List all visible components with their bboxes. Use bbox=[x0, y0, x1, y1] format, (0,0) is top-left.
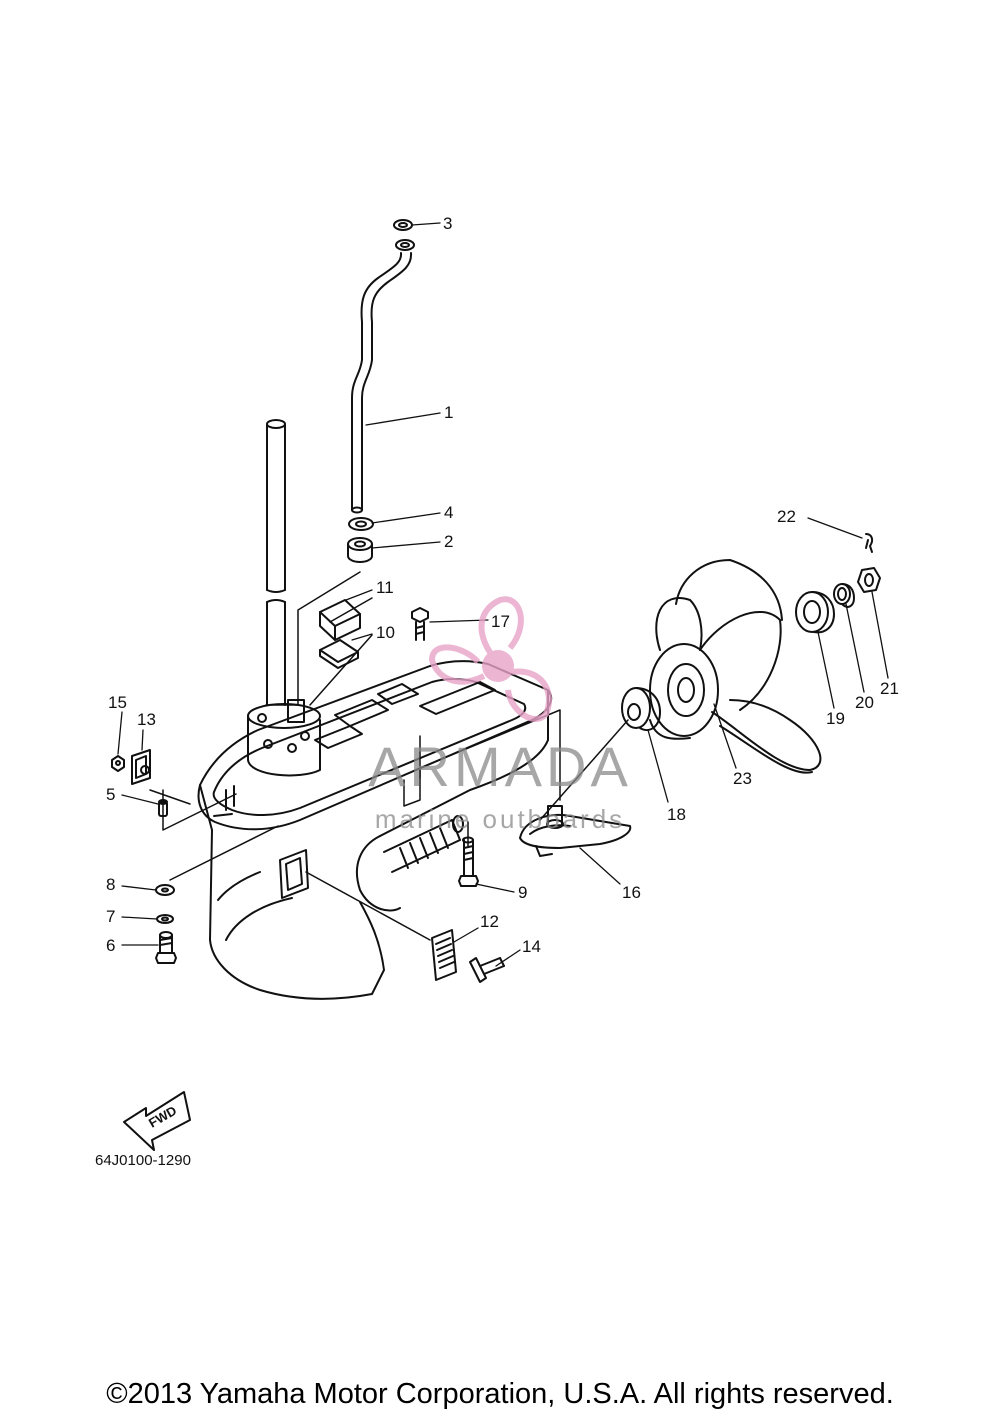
dowel-pin bbox=[158, 799, 168, 817]
spacer-plate bbox=[319, 639, 359, 669]
part-label-18: 18 bbox=[667, 805, 686, 824]
part-label-5: 5 bbox=[106, 785, 115, 804]
cover-screw bbox=[469, 957, 505, 983]
fwd-label: FWD bbox=[146, 1103, 179, 1131]
propeller-logo-icon bbox=[428, 596, 552, 722]
part-label-1: 1 bbox=[444, 403, 453, 422]
flange-bolt bbox=[411, 607, 429, 641]
pipe-seal bbox=[348, 517, 374, 531]
water-pipe bbox=[351, 252, 413, 514]
part-label-21: 21 bbox=[880, 679, 899, 698]
part-label-22: 22 bbox=[777, 507, 796, 526]
propeller-shaft bbox=[383, 815, 464, 873]
watermark-name: ARMADA bbox=[368, 735, 632, 798]
plate-nut bbox=[111, 755, 125, 772]
part-label-7: 7 bbox=[106, 907, 115, 926]
washer-top bbox=[393, 219, 413, 231]
part-label-13: 13 bbox=[137, 710, 156, 729]
part-label-19: 19 bbox=[826, 709, 845, 728]
part-label-12: 12 bbox=[480, 912, 499, 931]
prop-nut bbox=[857, 567, 881, 593]
part-label-9: 9 bbox=[518, 883, 527, 902]
thrust-spacer bbox=[621, 687, 661, 731]
part-label-17: 17 bbox=[491, 612, 510, 631]
watermark: ARMADA marine outboards bbox=[368, 596, 632, 834]
part-label-6: 6 bbox=[106, 936, 115, 955]
prop-washer bbox=[795, 591, 835, 634]
part-label-8: 8 bbox=[106, 875, 115, 894]
cotter-pin bbox=[865, 533, 874, 553]
part-label-3: 3 bbox=[443, 214, 452, 233]
leader-lines bbox=[117, 222, 889, 967]
part-label-16: 16 bbox=[622, 883, 641, 902]
rubber-block bbox=[319, 599, 361, 641]
water-inlet-cover bbox=[431, 929, 457, 981]
part-label-14: 14 bbox=[522, 937, 541, 956]
diagram-code: 64J0100-1290 bbox=[95, 1152, 191, 1169]
washer-8 bbox=[155, 884, 175, 896]
anode-plate bbox=[131, 749, 151, 785]
part-label-10: 10 bbox=[376, 623, 395, 642]
part-label-2: 2 bbox=[444, 532, 453, 551]
case-bolt bbox=[155, 931, 177, 964]
washer-7 bbox=[156, 914, 174, 924]
prop-spacer bbox=[833, 583, 855, 608]
part-label-15: 15 bbox=[108, 693, 127, 712]
assembly-lines bbox=[149, 571, 629, 941]
part-label-11: 11 bbox=[376, 578, 394, 597]
pipe-grommet bbox=[347, 537, 373, 563]
trim-tab-anode bbox=[519, 805, 632, 857]
fwd-arrow-icon bbox=[123, 1091, 191, 1151]
part-labels: 3 1 4 2 11 10 17 15 13 5 8 7 6 9 12 14 1… bbox=[95, 214, 899, 1169]
part-label-4: 4 bbox=[444, 503, 453, 522]
copyright-notice: ©2013 Yamaha Motor Corporation, U.S.A. A… bbox=[106, 1378, 894, 1410]
drive-shaft bbox=[266, 419, 286, 706]
watermark-tagline: marine outboards bbox=[375, 804, 625, 834]
part-label-20: 20 bbox=[855, 693, 874, 712]
propeller bbox=[649, 559, 822, 774]
part-label-23: 23 bbox=[733, 769, 752, 788]
long-bolt bbox=[458, 836, 479, 887]
